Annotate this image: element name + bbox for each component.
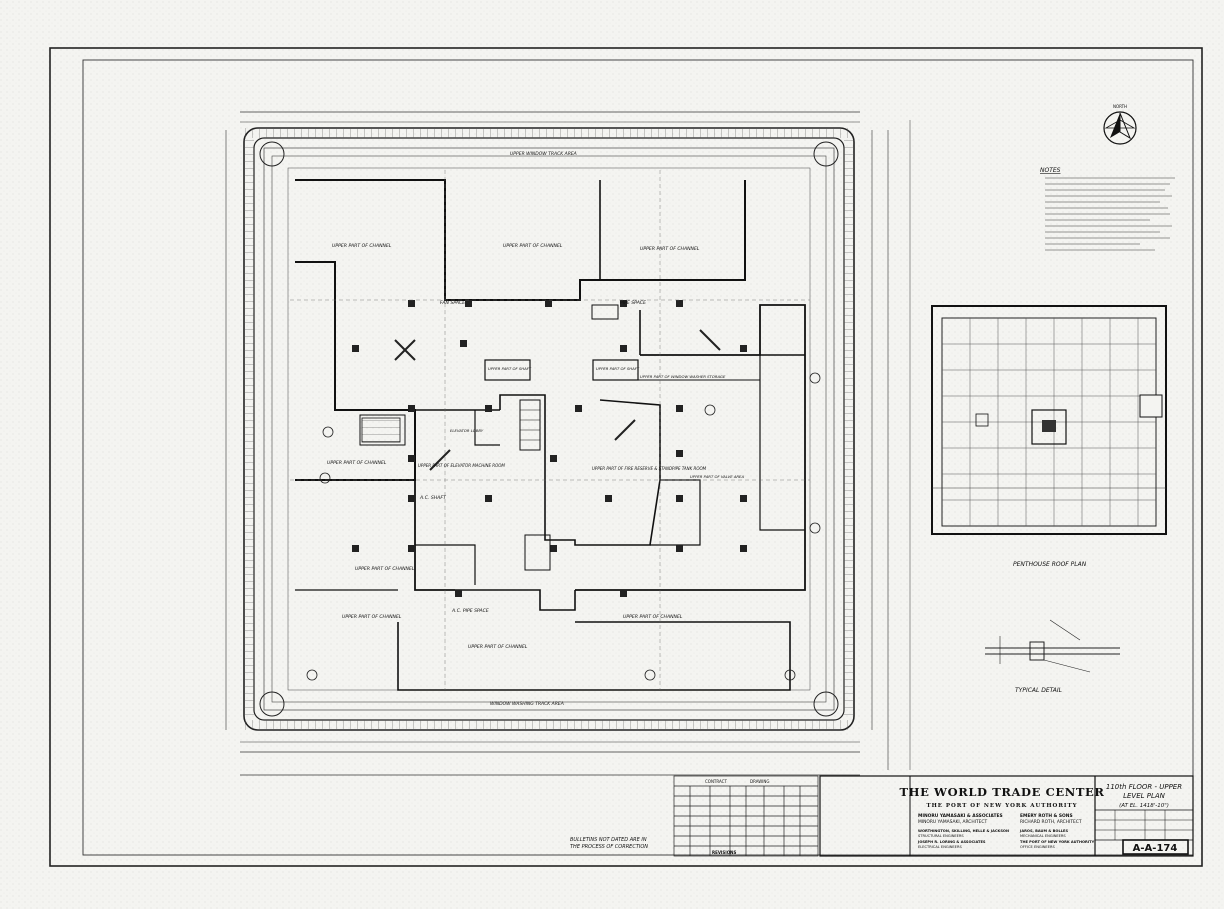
typical-detail-title: TYPICAL DETAIL [1015,687,1062,694]
engineer-2b: MECHANICAL ENGINEERS [1020,834,1066,838]
bulletin-note-2: THE PROCESS OF CORRECTION [570,844,648,850]
room-window-storage: UPPER PART OF WINDOW WASHER STORAGE [640,374,726,379]
engineer-4: THE PORT OF NEW YORK AUTHORITY [1020,840,1095,844]
owner-name: THE PORT OF NEW YORK AUTHORITY [926,803,1077,809]
room-channel-sw: UPPER PART OF CHANNEL [355,566,415,572]
room-pipe-space: PIPE SPACE [620,300,646,306]
engineer-1b: STRUCTURAL ENGINEERS [918,834,964,838]
sheet-border-inner [82,59,1194,856]
revision-table [673,775,819,857]
room-channel-s: UPPER PART OF CHANNEL [342,614,402,620]
project-title: THE WORLD TRADE CENTER [899,785,1104,799]
architect-2b: RICHARD ROTH, ARCHITECT [1020,819,1082,825]
floor-plan [225,111,911,776]
engineer-1: WORTHINGTON, SKILLING, HELLE & JACKSON [918,829,1009,833]
revisions-label: REVISIONS [712,850,737,855]
room-channel-n: UPPER PART OF CHANNEL [503,243,563,249]
room-ac-shaft: A.C. SHAFT [419,495,447,501]
drawing-label: DRAWING [750,779,769,784]
drawing-title-line-1: 110th FLOOR - UPPER [1106,783,1182,791]
contract-label: CONTRACT [705,779,727,784]
bulletin-note-1: BULLETINS NOT DATED ARE IN [570,837,647,843]
room-fan-space: FAN SPACE [440,300,465,306]
notes-heading: NOTES [1040,167,1061,174]
room-elevator-lobby: ELEVATOR LOBBY [450,428,484,433]
upper-window-track-label: UPPER WINDOW TRACK AREA [510,151,577,157]
engineer-3b: ELECTRICAL ENGINEERS [918,845,962,849]
room-shaft-a: UPPER PART OF SHAFT [488,366,532,371]
penthouse-roof-plan [931,305,1167,535]
drawing-number: A-A-174 [1133,843,1178,854]
room-shaft-b: UPPER PART OF SHAFT [596,366,640,371]
title-block [819,775,1194,857]
room-fire-reserve: UPPER PART OF FIRE RESERVE & STANDPIPE T… [592,466,707,471]
architect-1b: MINORU YAMASAKI, ARCHITECT [918,819,987,825]
room-channel-w: UPPER PART OF CHANNEL [327,460,387,466]
room-channel-nw: UPPER PART OF CHANNEL [332,243,392,249]
room-ac-pipe-space: A.C. PIPE SPACE [451,608,489,614]
notes-block [1045,177,1175,251]
north-label: NORTH [1113,104,1127,109]
room-channel-s2: UPPER PART OF CHANNEL [468,644,528,650]
room-channel-ne: UPPER PART OF CHANNEL [640,246,700,252]
room-valve-area: UPPER PART OF VALVE AREA [690,474,744,479]
north-arrow-icon [1103,111,1137,145]
drawing-title-line-3: (AT EL. 1418'-10") [1119,803,1169,809]
engineer-2: JAROS, BAUM & BOLLES [1019,829,1069,833]
typical-detail [985,619,1120,673]
window-track-bottom-label: WINDOW WASHING TRACK AREA [490,701,564,707]
architect-1: MINORU YAMASAKI & ASSOCIATES [918,813,1003,819]
architect-2: EMERY ROTH & SONS [1020,813,1073,819]
sheet-border-outer [49,47,1203,867]
room-elevator: UPPER PART OF ELEVATOR MACHINE ROOM [418,463,505,468]
room-channel-se: UPPER PART OF CHANNEL [623,614,683,620]
penthouse-title: PENTHOUSE ROOF PLAN [1013,561,1087,568]
drawing-title-line-2: LEVEL PLAN [1123,792,1166,800]
engineer-4b: OFFICE ENGINEERS [1020,845,1055,849]
engineer-3: JOSEPH R. LORING & ASSOCIATES [917,840,986,844]
